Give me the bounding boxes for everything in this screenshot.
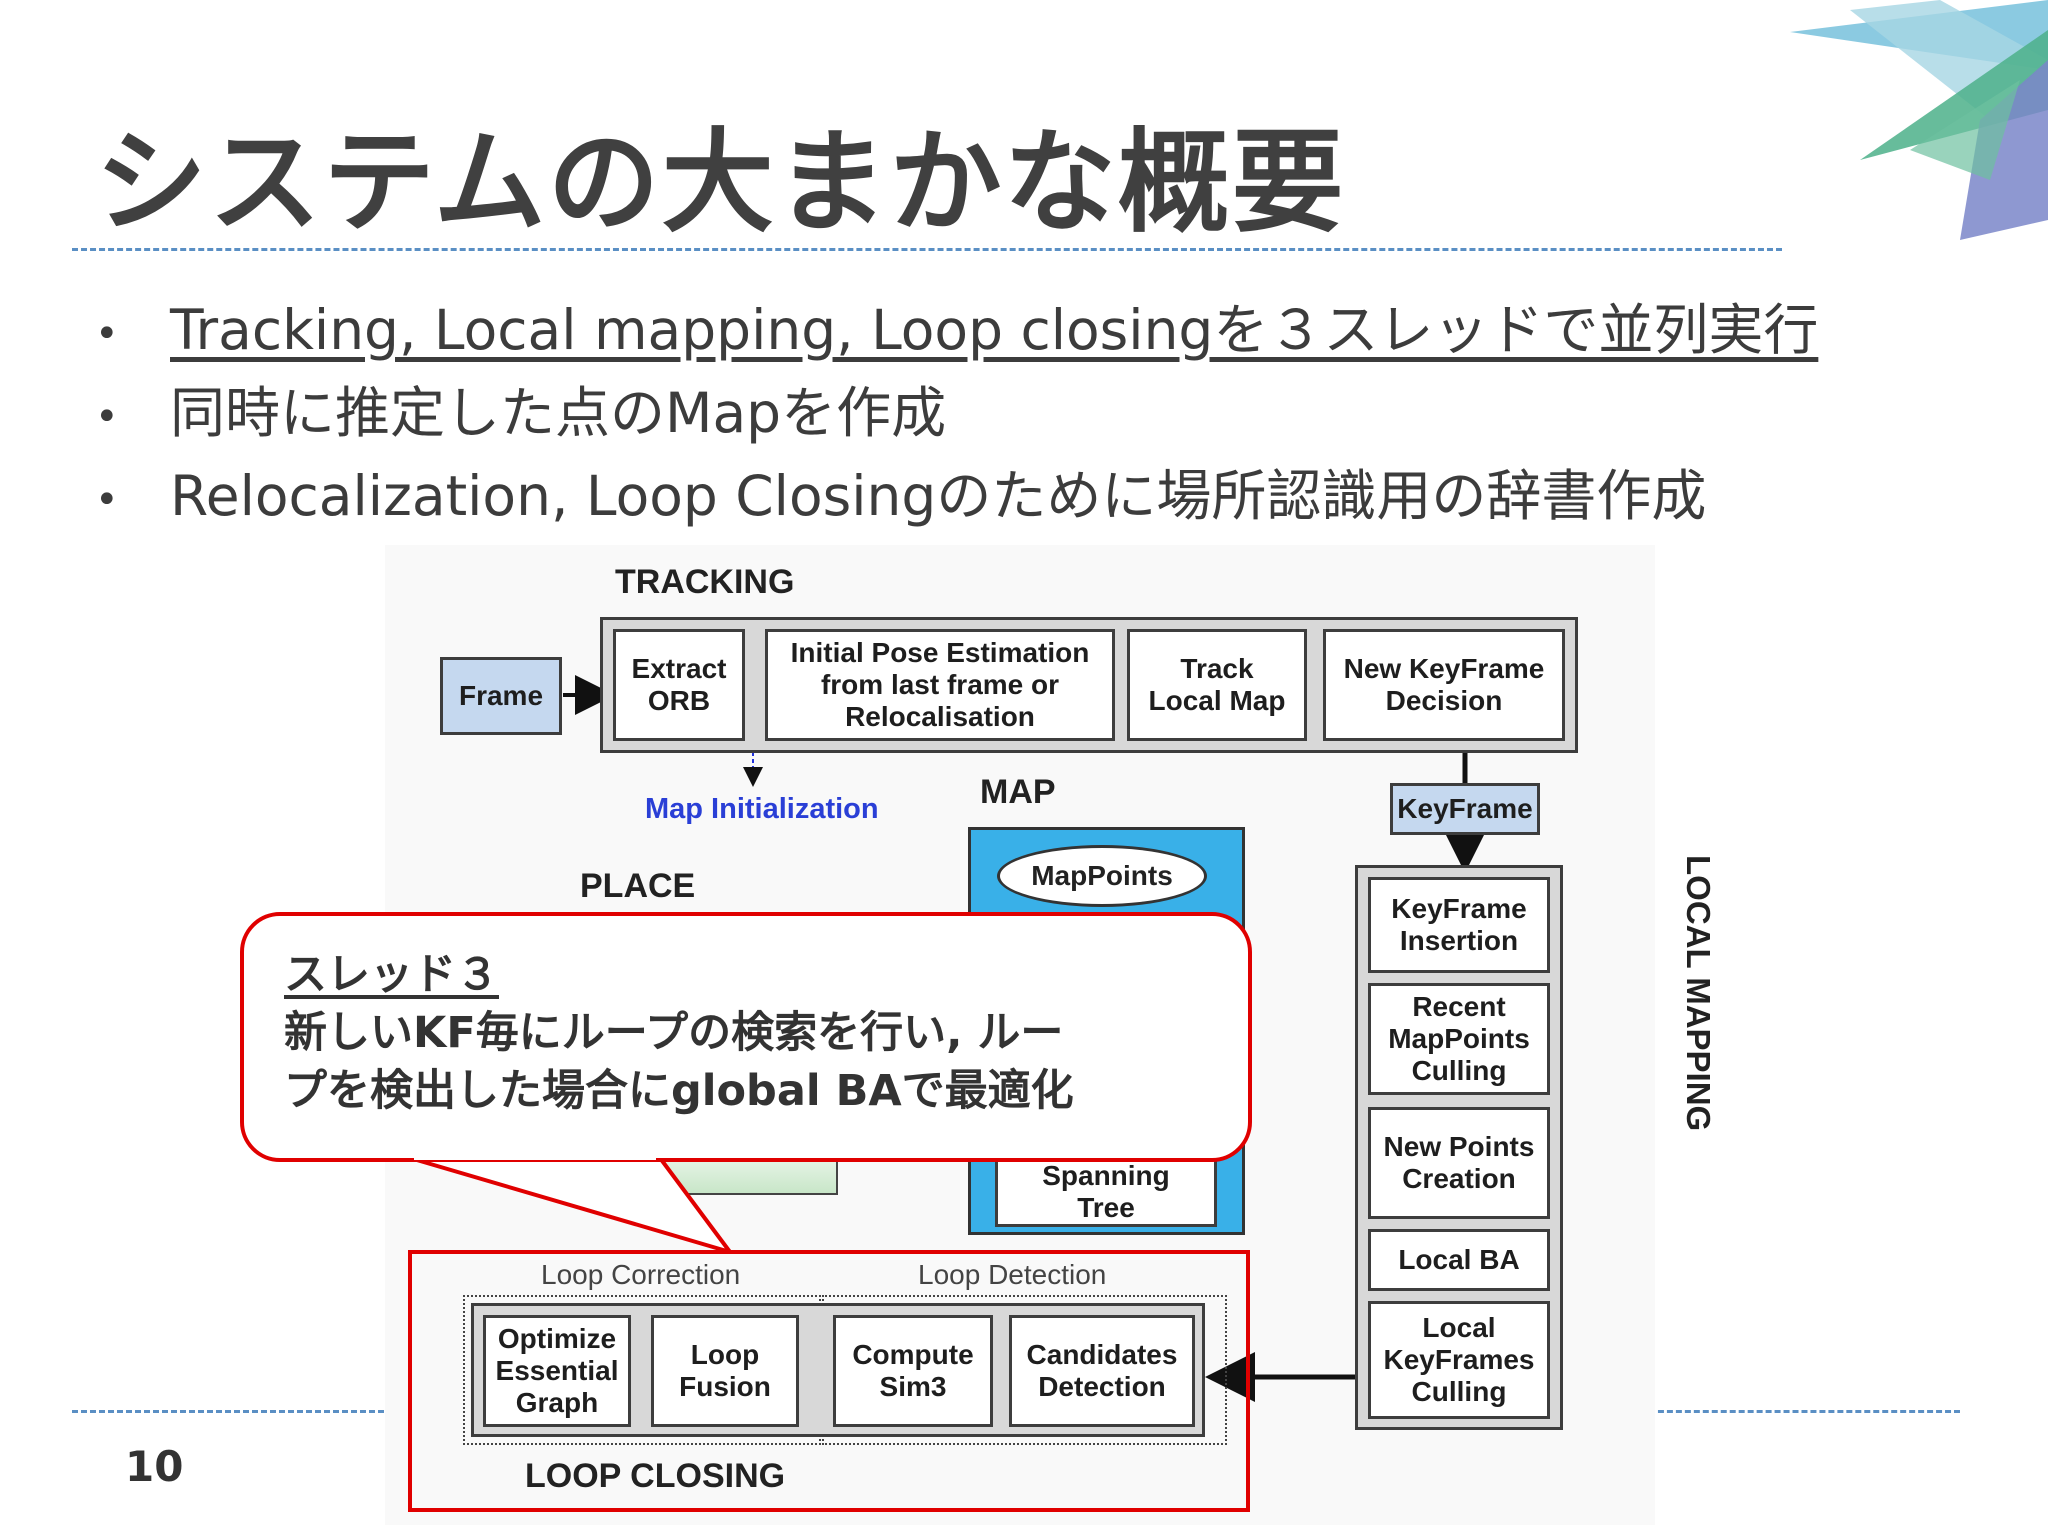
title-divider [72, 248, 1782, 251]
optimize-graph-box: Optimize Essential Graph [483, 1315, 631, 1427]
footer-divider-left [72, 1410, 402, 1413]
loop-correction-label: Loop Correction [541, 1259, 741, 1290]
map-label: MAP [980, 773, 1056, 811]
loop-closing-label: LOOP CLOSING [525, 1457, 786, 1495]
decorative-logo [1790, 0, 2048, 240]
local-kf-culling-box: Local KeyFrames Culling [1368, 1301, 1550, 1419]
recent-culling-box: Recent MapPoints Culling [1368, 983, 1550, 1095]
frame-box: Frame [440, 657, 562, 735]
loop-closing-highlight [408, 1250, 1250, 1512]
bullet-item-1: •Tracking, Local mapping, Loop closingを３… [95, 298, 1819, 362]
new-keyframe-decision-box: New KeyFrame Decision [1323, 629, 1565, 741]
bullet-item-3: •Relocalization, Loop Closingのために場所認識用の辞… [95, 464, 1707, 528]
new-points-box: New Points Creation [1368, 1107, 1550, 1219]
kf-insertion-box: KeyFrame Insertion [1368, 877, 1550, 973]
initial-pose-box: Initial Pose Estimation from last frame … [765, 629, 1115, 741]
candidates-detection-box: Candidates Detection [1009, 1315, 1195, 1427]
callout-line-2: プを検出した場合にglobal BAで最適化 [284, 1066, 1074, 1116]
bullet-item-2: •同時に推定した点のMapを作成 [95, 381, 947, 445]
compute-sim3-box: Compute Sim3 [833, 1315, 993, 1427]
tracking-label: TRACKING [615, 563, 795, 601]
local-ba-box: Local BA [1368, 1229, 1550, 1291]
footer-divider-right [1640, 1410, 1960, 1413]
place-label: PLACE [580, 867, 696, 905]
loop-fusion-box: Loop Fusion [651, 1315, 799, 1427]
page-number: 10 [125, 1442, 184, 1491]
bullet-dot: • [95, 476, 119, 523]
extract-orb-box: Extract ORB [613, 629, 745, 741]
callout-bubble: スレッド３ 新しいKF毎にループの検索を行い, ルー プを検出した場合にglob… [240, 912, 1252, 1162]
bullet-dot: • [95, 310, 119, 357]
keyframe-box: KeyFrame [1390, 783, 1540, 835]
callout-line-1: 新しいKF毎にループの検索を行い, ルー [284, 1008, 1064, 1058]
bullet-dot: • [95, 393, 119, 440]
page-title: システムの大まかな概要 [95, 118, 1346, 248]
track-local-map-box: Track Local Map [1127, 629, 1307, 741]
callout-heading: スレッド３ [284, 950, 499, 1000]
map-initialization-label: Map Initialization [645, 793, 879, 825]
loop-detection-label: Loop Detection [918, 1259, 1107, 1290]
mappoints-ellipse: MapPoints [997, 845, 1207, 907]
